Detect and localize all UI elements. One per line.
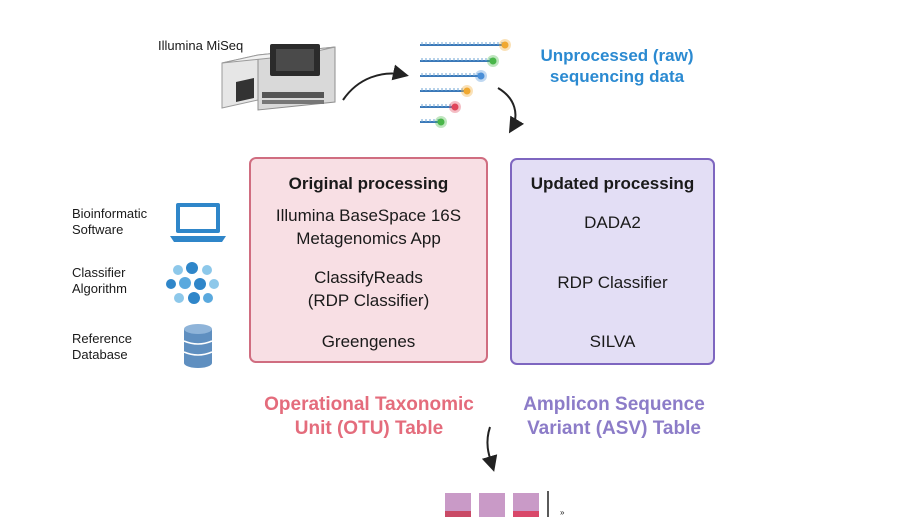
updated-database: SILVA xyxy=(589,332,636,351)
otu-title-line2: Unit (OTU) Table xyxy=(294,418,444,439)
laptop-icon xyxy=(170,203,226,242)
label-algorithm-line2: Algorithm xyxy=(72,281,127,296)
stacked-bar-thumbnail xyxy=(445,491,549,517)
read-tip-dot xyxy=(501,41,509,49)
raw-data-title-line1: Unprocessed (raw) xyxy=(540,46,694,65)
original-software-line1: Illumina BaseSpace 16S xyxy=(275,206,462,225)
updated-processing-panel: Updated processing DADA2 RDP Classifier … xyxy=(510,158,715,365)
updated-software: DADA2 xyxy=(584,213,641,232)
otu-table-title: Operational Taxonomic Unit (OTU) Table xyxy=(238,393,500,441)
label-bioinformatic-software: Bioinformatic Software xyxy=(72,206,172,238)
original-algorithm-line2: (RDP Classifier) xyxy=(307,291,430,310)
updated-algorithm: RDP Classifier xyxy=(557,273,668,292)
label-classifier-algorithm: Classifier Algorithm xyxy=(72,265,172,297)
asv-table-title: Amplicon Sequence Variant (ASV) Table xyxy=(498,393,730,441)
label-algorithm-line1: Classifier xyxy=(72,265,126,280)
sequencer-icon xyxy=(221,44,336,111)
updated-panel-title: Updated processing xyxy=(530,174,695,193)
sequencing-reads-icon xyxy=(420,39,511,128)
asv-title-line2: Variant (ASV) Table xyxy=(527,418,701,439)
arrow-to-processing xyxy=(497,87,525,134)
label-database-line2: Database xyxy=(72,347,128,362)
arrow-to-table xyxy=(481,426,498,472)
thumbnail-axis-tick: » xyxy=(560,508,565,517)
original-software-line2: Metagenomics App xyxy=(296,229,441,248)
dots-cluster-icon xyxy=(166,262,219,304)
raw-data-title: Unprocessed (raw) sequencing data xyxy=(512,45,722,87)
label-database-line1: Reference xyxy=(72,331,132,346)
read-tip-dot xyxy=(489,57,497,65)
original-database: Greengenes xyxy=(321,332,416,351)
raw-data-title-line2: sequencing data xyxy=(549,67,685,86)
read-tip-dot xyxy=(477,72,485,80)
database-icon xyxy=(183,324,213,368)
otu-title-line1: Operational Taxonomic xyxy=(264,394,474,415)
label-software-line2: Software xyxy=(72,222,124,237)
original-algorithm-line1: ClassifyReads xyxy=(314,268,423,287)
read-tip-dot xyxy=(451,103,459,111)
read-tip-dot xyxy=(463,87,471,95)
read-tip-dot xyxy=(437,118,445,126)
label-reference-database: Reference Database xyxy=(72,331,172,363)
asv-title-line1: Amplicon Sequence xyxy=(523,394,705,415)
arrow-to-raw-data xyxy=(342,64,409,101)
instrument-label: Illumina MiSeq xyxy=(158,38,244,53)
label-software-line1: Bioinformatic xyxy=(72,206,148,221)
original-panel-title: Original processing xyxy=(288,174,449,193)
original-processing-panel: Original processing Illumina BaseSpace 1… xyxy=(249,157,488,363)
